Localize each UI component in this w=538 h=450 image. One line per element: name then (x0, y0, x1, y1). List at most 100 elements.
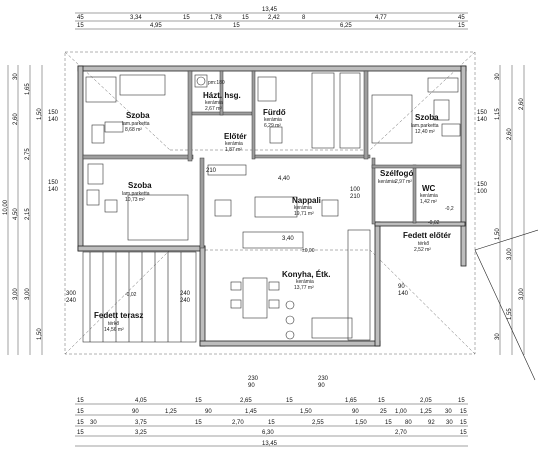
room-area: 8,68 m² (125, 127, 142, 133)
dim: 90 (205, 409, 212, 415)
room-area: 2,67 m² (205, 106, 222, 112)
dim: 3,00 (519, 288, 525, 300)
pm-label: pm:180 (208, 80, 225, 86)
dim: 15 (385, 420, 392, 426)
dim: 1,50 (37, 328, 43, 340)
dim: 15 (77, 430, 84, 436)
dim: 30 (445, 409, 452, 415)
opening-label: 100 (350, 187, 361, 193)
dim: 90 (132, 409, 139, 415)
room-floor: lam.parketta (122, 191, 150, 197)
room-floor: kerámia (205, 100, 223, 106)
dim: 2,60 (519, 98, 525, 110)
dim: 15 (286, 398, 293, 404)
overall-width-label: 13,45 (262, 7, 278, 13)
dim: 3,25 (135, 430, 147, 436)
level-wc: -0,2 (445, 206, 454, 212)
dim: 3,75 (135, 420, 147, 426)
opening-label: 90 (248, 383, 255, 389)
room-area: 13,77 m² (294, 285, 314, 291)
dim: 4,77 (375, 15, 387, 21)
dim: 15 (458, 23, 465, 29)
dim: 2,65 (240, 398, 252, 404)
width-label-nappali: 4,40 (278, 176, 290, 182)
room-name-wc: WC (422, 184, 436, 193)
top-dimensions: 13,45 45 3,34 15 1,78 15 2,42 8 4,77 45 … (75, 7, 468, 30)
dim: 92 (428, 420, 435, 426)
room-area: 19,71 m² (294, 211, 314, 217)
room-name-furdo: Fürdő (263, 108, 286, 117)
opening-label: 230 (248, 376, 259, 382)
dim: 2,60 (13, 113, 19, 125)
room-area: 2,52 m² (414, 247, 431, 253)
dim: 15 (378, 398, 385, 404)
room-name-terasz: Fedett terasz (94, 311, 143, 320)
dim: 15 (195, 398, 202, 404)
opening-label: 210 (206, 168, 217, 174)
opening-label: 300 (66, 291, 77, 297)
dim: 15 (195, 420, 202, 426)
bottom-total-label: 13,45 (262, 441, 278, 447)
dim: 1,25 (165, 409, 177, 415)
room-floor: kerámia (225, 141, 243, 147)
room-name-szoba3: Szoba (128, 181, 152, 190)
dim: 45 (458, 15, 465, 21)
opening-label: 240 (180, 298, 191, 304)
room-area: 1,42 m² (420, 199, 437, 205)
dim: 15 (460, 420, 467, 426)
room-floor: térkő (108, 321, 119, 327)
level-entry: -0,02 (428, 220, 440, 226)
dim: 15 (268, 420, 275, 426)
dim: 1,50 (355, 420, 367, 426)
dim: 2,05 (420, 398, 432, 404)
room-floor: lam.parketta (411, 123, 439, 129)
dim: 1,50 (300, 409, 312, 415)
room-area: 10,73 m² (125, 197, 145, 203)
opening-label: 240 (66, 298, 77, 304)
dim: 1,15 (495, 108, 501, 120)
dim: 15 (77, 420, 84, 426)
opening-label: 140 (398, 291, 409, 297)
opening-label: 140 (48, 187, 59, 193)
dim: 2,15 (25, 208, 31, 220)
dim: 30 (495, 73, 501, 80)
dim: 30 (446, 420, 453, 426)
dim: 15 (242, 15, 249, 21)
dim: 15 (77, 409, 84, 415)
dim: 2,55 (312, 420, 324, 426)
dim: 3,00 (25, 288, 31, 300)
furniture (82, 72, 461, 343)
room-name-nappali: Nappali (292, 196, 321, 205)
room-floor: térkő (418, 241, 429, 247)
dim: 30 (13, 73, 19, 80)
room-name-eloter: Előtér (224, 132, 247, 141)
room-labels: Szoba lam.parketta 8,68 m² Házt. hsg. ke… (94, 80, 451, 333)
opening-label: 240 (180, 291, 191, 297)
room-area: 14,56 m² (104, 327, 124, 333)
dim: 6,30 (262, 430, 274, 436)
room-area: 12,40 m² (415, 129, 435, 135)
dim: 2,75 (25, 148, 31, 160)
dim: 4,05 (135, 398, 147, 404)
dim: 15 (233, 23, 240, 29)
dim: 15 (458, 398, 465, 404)
terrace-paving-grid (89, 252, 182, 342)
dim: 2,60 (507, 128, 513, 140)
opening-label: 150 (48, 110, 59, 116)
dim: 15 (183, 15, 190, 21)
room-name-szelfogo: Szélfogó (380, 169, 413, 178)
dim: 1,78 (210, 15, 222, 21)
dim: 1,45 (245, 409, 257, 415)
dim: 3,00 (13, 288, 19, 300)
dim: 80 (405, 420, 412, 426)
opening-label: 210 (350, 194, 361, 200)
roof-outline (64, 51, 538, 381)
dim: 30 (90, 420, 97, 426)
room-area: 6,29 m² (264, 123, 281, 129)
room-area: 2,97 m² (395, 179, 412, 185)
dim: 15 (460, 409, 467, 415)
dim: 4,50 (13, 208, 19, 220)
left-dimensions: 10,00 30 2,60 4,50 3,00 1,65 2,75 2,15 3… (3, 65, 43, 355)
dim: 1,55 (507, 308, 513, 320)
